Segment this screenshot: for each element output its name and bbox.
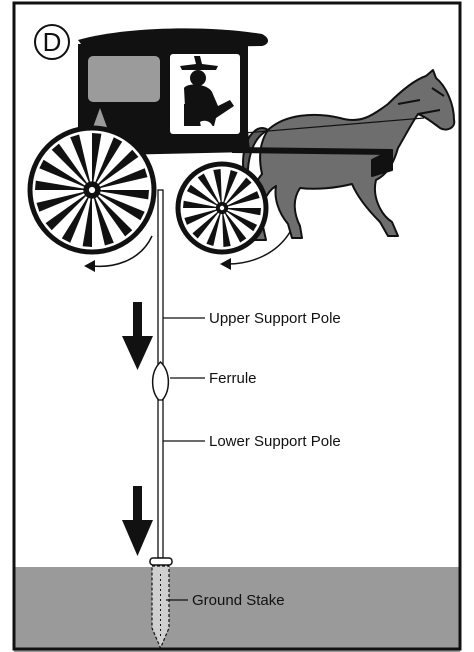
label-ferrule: Ferrule [209, 370, 257, 387]
buggy-lamp [92, 108, 108, 130]
panel-letter: D [43, 27, 62, 57]
driver-icon [180, 56, 234, 126]
buggy-side-window [88, 56, 160, 102]
rotation-arrow-head-left [84, 260, 95, 272]
support-pole [149, 189, 173, 650]
label-ground-stake: Ground Stake [192, 592, 285, 609]
upper-support-pole [157, 189, 164, 369]
ground-stake [151, 565, 170, 650]
diagram-frame [12, 1, 462, 651]
rotation-arrow-icon [227, 231, 291, 265]
wheel-icon [175, 161, 269, 255]
panel-badge: D [34, 24, 70, 60]
harness [231, 117, 425, 155]
down-arrow-icon [122, 302, 153, 370]
label-lower-support-pole: Lower Support Pole [209, 433, 341, 450]
rotation-arrow-icon [91, 235, 153, 268]
horse-icon [242, 69, 456, 241]
label-upper-support-pole: Upper Support Pole [209, 310, 341, 327]
lower-support-pole [157, 399, 164, 559]
wheel-icon [27, 125, 157, 255]
stake-collar [149, 557, 173, 566]
ferrule-shape [151, 360, 170, 404]
rotation-arrow-head-right [220, 258, 231, 270]
buggy-roof [78, 28, 268, 48]
ground [14, 567, 460, 652]
down-arrow-icon [122, 486, 153, 556]
leader-lines [163, 317, 205, 601]
